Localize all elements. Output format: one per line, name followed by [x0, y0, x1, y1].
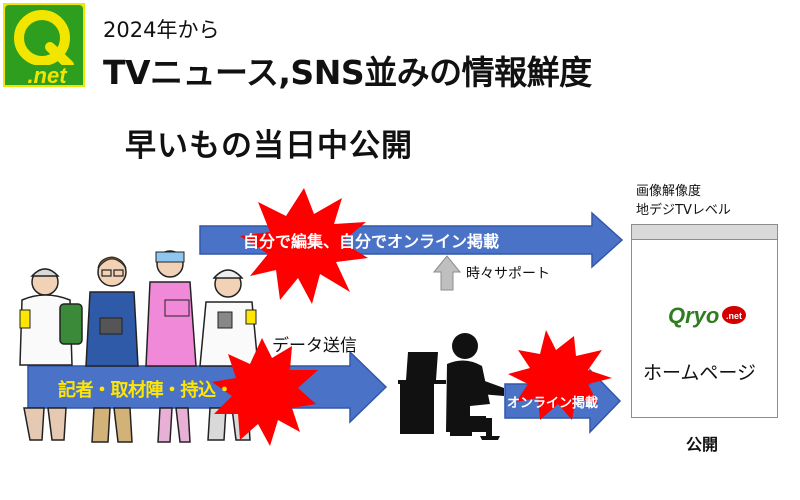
- qryo-logo-suffix: .net: [726, 311, 742, 321]
- resolution-line-2: 地デジTVレベル: [636, 203, 731, 218]
- data-send-label: データ送信: [272, 336, 357, 356]
- header-subtitle: 2024年から: [103, 18, 220, 42]
- qryo-logo-text: Qryo: [668, 303, 719, 328]
- resolution-note: 画像解像度 地デジTVレベル: [636, 182, 731, 220]
- section-heading: 早いもの当日中公開: [125, 128, 413, 164]
- support-up-arrow: [432, 255, 462, 291]
- resolution-line-1: 画像解像度: [636, 184, 702, 199]
- top-burst-icon: [240, 188, 368, 304]
- contributors-label-part1: 記者・取材陣・持込・: [58, 380, 234, 401]
- computer-user-icon: [398, 333, 504, 440]
- online-post-label: オンライン掲載: [507, 396, 599, 411]
- logo-suffix-text: .net: [27, 63, 68, 87]
- qryo-logo-icon: Qryo .net: [668, 303, 746, 328]
- homepage-window: Qryo .net: [631, 224, 778, 418]
- online-post-burst-icon: [508, 330, 612, 420]
- homepage-label: ホームページ: [643, 362, 757, 384]
- homepage-title-bar: [632, 225, 777, 240]
- self-edit-label: 自分で編集、自分でオンライン掲載: [243, 232, 500, 251]
- publish-caption: 公開: [686, 435, 719, 454]
- page-title: TVニュース,SNS並みの情報鮮度: [103, 53, 592, 92]
- contributors-label: 記者・取材陣・持込・投稿者: [58, 376, 286, 402]
- qnet-logo-icon: .net: [3, 3, 85, 87]
- reporters-illustration: [19, 250, 259, 443]
- contributors-burst-icon: [212, 338, 318, 446]
- contributors-label-part2: 投稿者: [233, 380, 286, 401]
- support-label: 時々サポート: [466, 266, 550, 282]
